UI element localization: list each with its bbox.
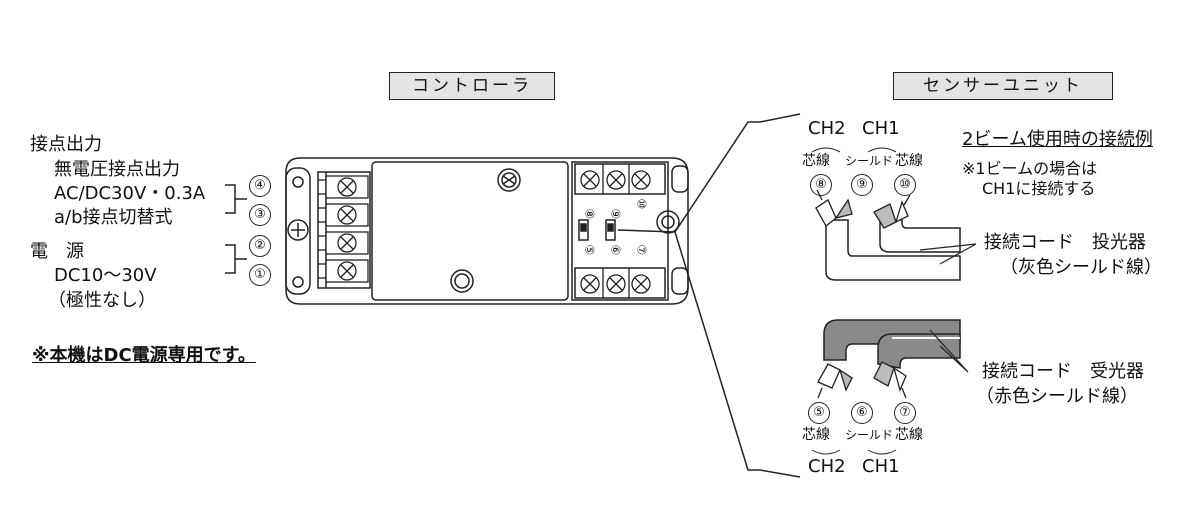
receiver-leader — [929, 329, 969, 373]
top-wire-10: ⑩ — [894, 174, 916, 196]
dc-only-note: ※本機はDC電源専用です。 — [32, 345, 256, 366]
left-mount — [285, 167, 311, 295]
controller-body — [285, 157, 689, 305]
receiver-tips — [817, 361, 907, 399]
controller-header: コントローラ — [389, 72, 555, 100]
contact-bracket — [225, 184, 247, 214]
top-ch1-label: CH1 — [862, 118, 900, 139]
top-wire-9: ⑨ — [851, 174, 873, 196]
pin-8: ⑧ — [582, 208, 597, 220]
pin-5: ⑤ — [582, 244, 597, 256]
bottom-wire-6: ⑥ — [851, 402, 873, 424]
top-shield: シールド — [845, 154, 894, 168]
bottom-core-left: 芯線 — [802, 427, 830, 443]
right-terminal-area — [571, 161, 669, 301]
emitter-cord-label: 接続コード 投光器 — [984, 232, 1146, 253]
receiver-cords — [823, 319, 961, 369]
emitter-cords — [825, 219, 961, 281]
terminal-1-label: ① — [249, 264, 271, 286]
bottom-core-right: 芯線 — [895, 427, 923, 443]
power-line-2: （極性なし） — [48, 290, 156, 311]
cover-screw — [497, 168, 521, 192]
left-terminal-block — [317, 171, 371, 289]
pin-7: ⑦ — [634, 244, 649, 256]
contact-line-2: AC/DC30V・0.3A — [54, 183, 206, 204]
power-line-1: DC10～30V — [54, 265, 157, 286]
terminal-2-label: ② — [249, 235, 271, 257]
bottom-shield: シールド — [845, 428, 894, 442]
bottom-ch2-label: CH2 — [808, 456, 846, 477]
receiver-cord-label: 接続コード 受光器 — [982, 361, 1144, 382]
contact-line-3: a/b接点切替式 — [54, 207, 173, 228]
emitter-cord-sub: （灰色シールド線） — [1000, 257, 1162, 278]
dip-switch-2 — [605, 219, 616, 241]
cover-hole — [450, 269, 474, 293]
sensor-unit-header: センサーユニット — [893, 72, 1113, 100]
left-terminal-screws — [318, 175, 369, 283]
two-beam-heading: 2ビーム使用時の接続例 — [962, 129, 1153, 150]
pin-10: ⑩ — [634, 198, 649, 210]
receiver-cord-sub: （赤色シールド線） — [976, 386, 1138, 407]
pin-6: ⑥ — [608, 244, 623, 256]
one-beam-note-2: CH1に接続する — [982, 179, 1096, 198]
contact-output-title: 接点出力 — [30, 134, 102, 155]
power-bracket — [225, 244, 247, 274]
power-title: 電 源 — [30, 241, 84, 262]
inner-cover — [371, 161, 569, 301]
bottom-ch1-label: CH1 — [862, 456, 900, 477]
controller-header-label: コントローラ — [412, 76, 532, 96]
top-ch2-label: CH2 — [808, 118, 846, 139]
terminal-4-label: ④ — [249, 175, 271, 197]
bottom-wire-5: ⑤ — [808, 402, 830, 424]
top-core-left: 芯線 — [802, 153, 830, 169]
bottom-wire-7: ⑦ — [894, 402, 916, 424]
dip-switch-1 — [578, 219, 589, 241]
top-wire-8: ⑧ — [810, 174, 832, 196]
right-terminal-screws — [580, 164, 651, 298]
one-beam-note-1: ※1ビームの場合は — [962, 159, 1098, 178]
sensor-unit-header-label: センサーユニット — [923, 76, 1083, 96]
emitter-tips — [815, 189, 911, 229]
right-mount-hole — [656, 210, 680, 234]
emitter-leader — [919, 243, 977, 265]
callout-to-sensor — [617, 121, 760, 471]
left-screw — [287, 219, 309, 241]
terminal-3-label: ③ — [249, 204, 271, 226]
top-core-right: 芯線 — [895, 153, 923, 169]
pin-9: ⑨ — [608, 208, 623, 220]
contact-line-1: 無電圧接点出力 — [54, 159, 180, 180]
